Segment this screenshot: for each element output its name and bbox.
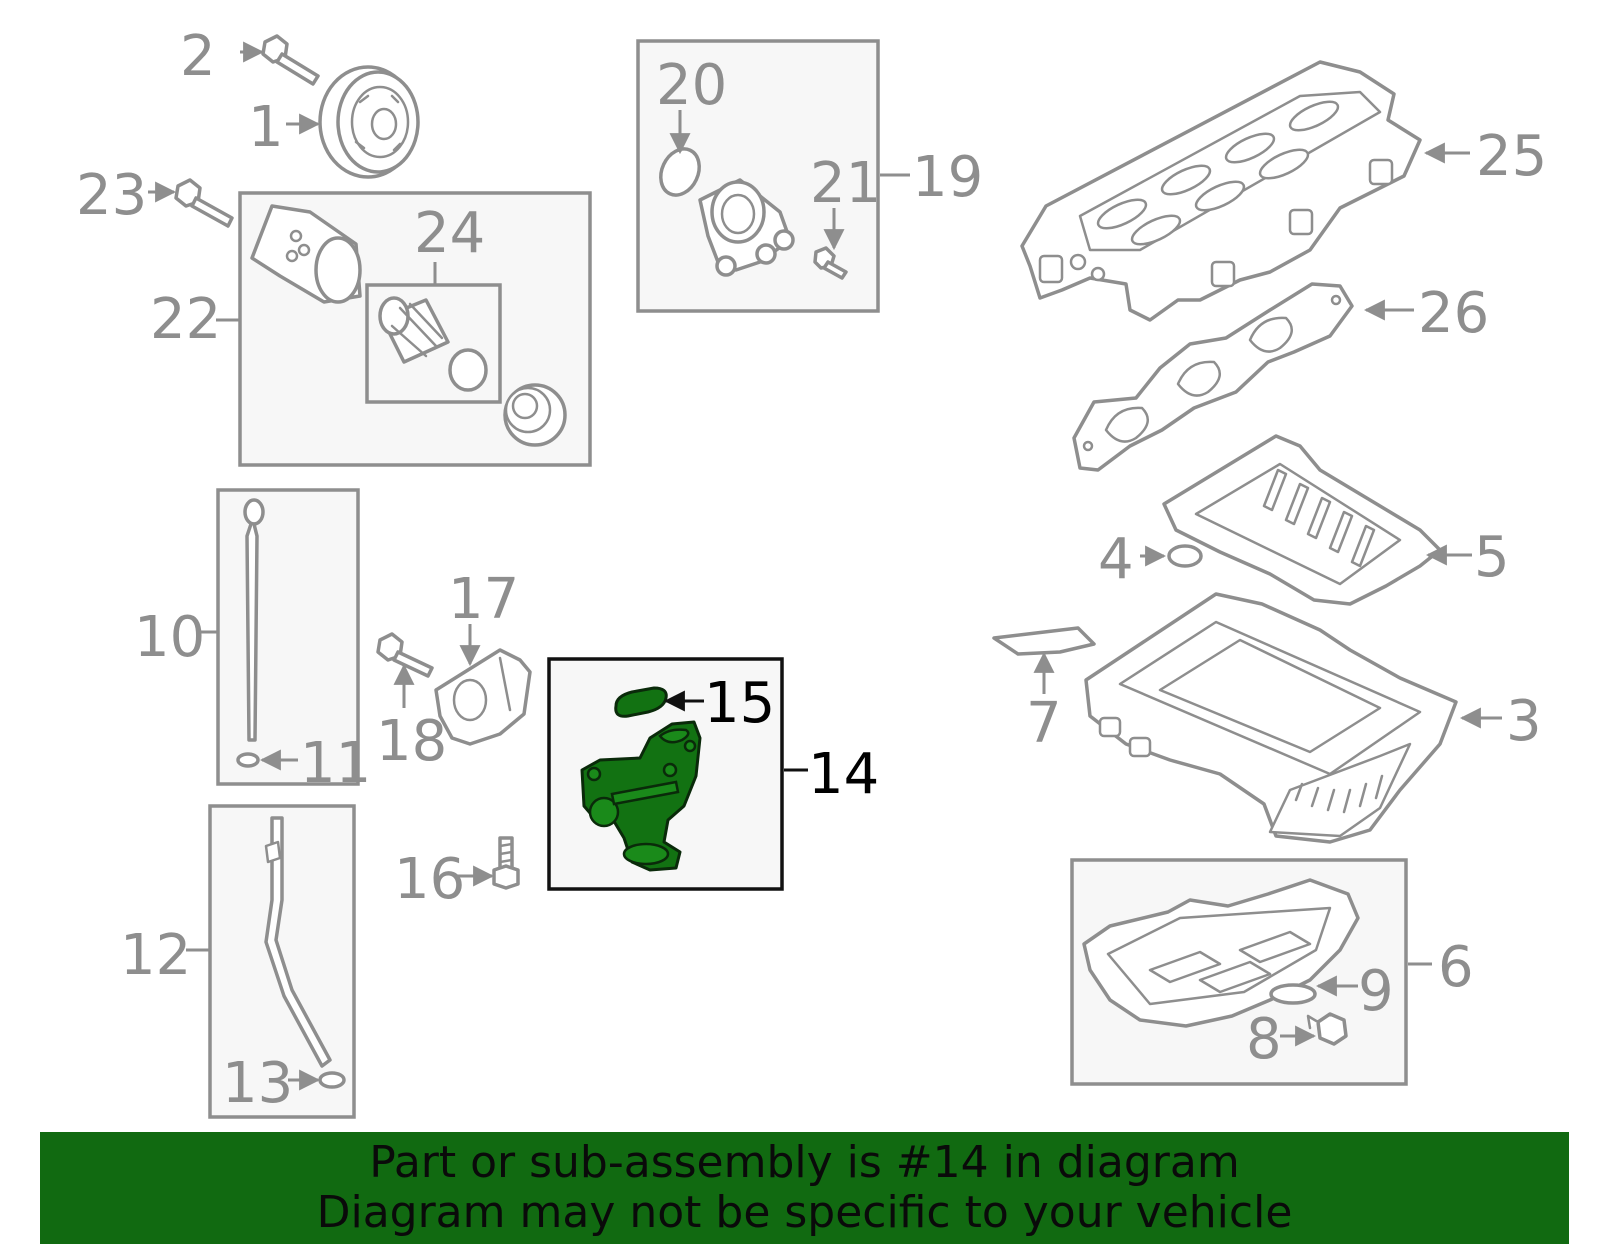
label-24: 24 <box>414 201 485 266</box>
part-19-assembly[interactable]: 19 20 21 <box>636 39 983 313</box>
label-19: 19 <box>912 145 983 210</box>
label-6: 6 <box>1438 935 1474 1000</box>
label-11: 11 <box>300 731 371 796</box>
part-24-oil-filter-element[interactable]: 24 <box>365 201 502 404</box>
part-10-dipstick[interactable]: 10 11 <box>134 488 371 796</box>
label-23: 23 <box>76 163 147 228</box>
label-5: 5 <box>1474 525 1510 590</box>
label-22: 22 <box>150 287 221 352</box>
label-7: 7 <box>1026 691 1062 756</box>
label-16: 16 <box>394 847 465 912</box>
part-3-upper-oil-pan[interactable]: 3 <box>1084 592 1542 844</box>
label-21: 21 <box>810 151 881 216</box>
part-25-intake-manifold[interactable]: 25 <box>1020 60 1547 322</box>
label-12: 12 <box>120 923 191 988</box>
label-26: 26 <box>1418 281 1489 346</box>
part-2-bolt[interactable]: 2 <box>180 24 320 89</box>
part-4-o-ring[interactable]: 4 <box>1098 527 1203 592</box>
label-10: 10 <box>134 605 205 670</box>
label-14: 14 <box>808 742 879 807</box>
label-3: 3 <box>1506 689 1542 754</box>
part-26-manifold-gasket[interactable]: 26 <box>1072 281 1489 472</box>
label-15: 15 <box>704 671 775 736</box>
label-20: 20 <box>656 53 727 118</box>
label-13: 13 <box>222 1051 293 1116</box>
label-25: 25 <box>1476 124 1547 189</box>
banner-line-1: Part or sub-assembly is #14 in diagram <box>369 1137 1240 1188</box>
part-18-bolt[interactable]: 18 <box>376 632 447 774</box>
part-7-bracket[interactable]: 7 <box>992 626 1096 756</box>
part-17-bracket[interactable]: 17 <box>434 567 532 746</box>
part-16-bolt[interactable]: 16 <box>394 836 520 912</box>
part-14-oil-pump-highlighted[interactable]: 14 15 <box>547 657 879 891</box>
part-23-bolt[interactable]: 23 <box>76 163 234 228</box>
part-5-oil-baffle[interactable]: 5 <box>1162 434 1510 606</box>
part-12-dipstick-tube[interactable]: 12 13 <box>120 804 356 1119</box>
part-6-lower-oil-pan[interactable]: 6 9 8 <box>1070 858 1474 1086</box>
label-8: 8 <box>1246 1007 1282 1072</box>
banner-line-2: Diagram may not be specific to your vehi… <box>316 1187 1293 1238</box>
label-4: 4 <box>1098 527 1134 592</box>
part-1-crank-pulley[interactable]: 1 <box>248 65 420 179</box>
info-banner: Part or sub-assembly is #14 in diagram D… <box>40 1132 1569 1244</box>
label-9: 9 <box>1358 959 1394 1024</box>
label-18: 18 <box>376 709 447 774</box>
label-1: 1 <box>248 95 284 160</box>
label-17: 17 <box>448 567 519 632</box>
label-2: 2 <box>180 24 216 89</box>
